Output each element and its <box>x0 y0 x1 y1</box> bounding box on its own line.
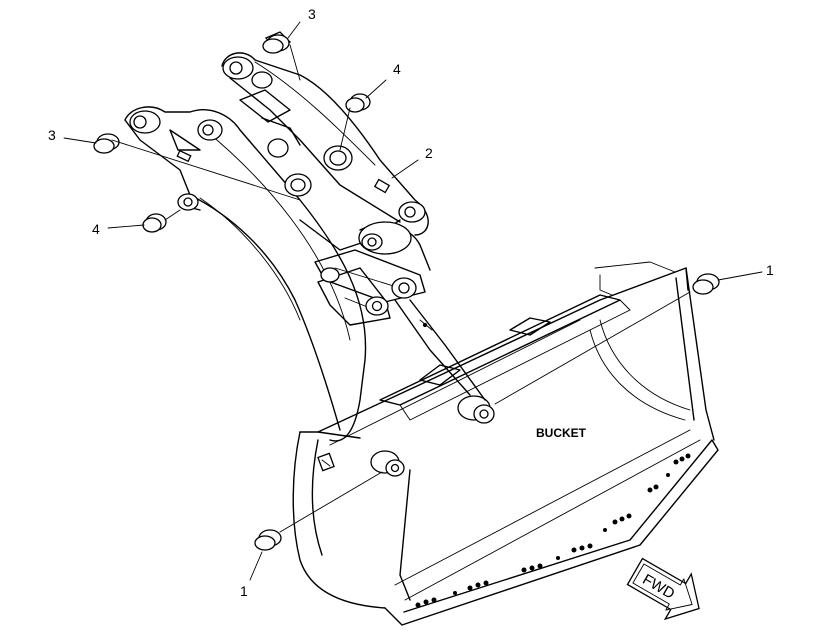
assembly-lines <box>111 44 691 533</box>
tilt-link <box>221 52 429 236</box>
leader-lines <box>63 21 763 581</box>
callout-left-bushing: 3 <box>48 127 56 143</box>
bucket-label: BUCKET <box>536 426 587 440</box>
callout-pin-right: 1 <box>766 262 774 278</box>
bushing-left <box>93 133 120 154</box>
bucket <box>292 261 719 626</box>
spacer-left <box>142 213 167 233</box>
bushing-top <box>262 31 292 54</box>
callout-top-bushing: 3 <box>308 6 316 22</box>
callout-upper-link: 2 <box>425 145 433 161</box>
forward-arrow-icon: FWD <box>626 557 700 621</box>
pin-left <box>254 529 282 551</box>
pin-right <box>692 273 720 295</box>
callout-left-spacer: 4 <box>92 221 100 237</box>
callout-upper-spacer: 4 <box>393 61 401 77</box>
lift-arm <box>124 106 367 442</box>
spacer-upper <box>345 93 371 113</box>
center-links <box>299 219 486 401</box>
callout-pin-left: 1 <box>240 583 248 599</box>
